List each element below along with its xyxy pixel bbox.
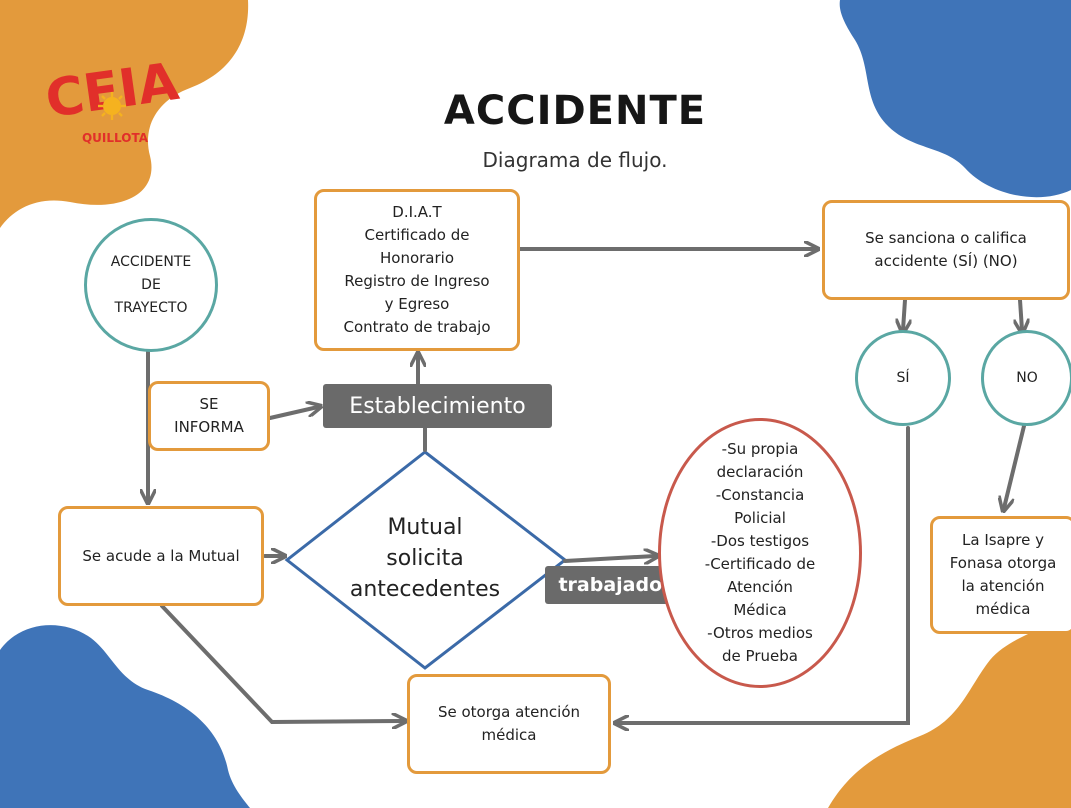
arrow-sanciona-to-no [1020,298,1022,330]
arrow-no-to-isapre [1004,424,1026,508]
orange-blob-top-left [0,0,249,228]
logo-place: QUILLOTA [82,131,149,145]
arrow-diamond-to-evidence [563,556,655,561]
node-se-acude-mutual: Se acude a la Mutual [58,506,264,606]
node-atencion-medica: Se otorga atención médica [407,674,611,774]
arrow-informa-to-establecimiento [268,407,318,420]
connectors [148,249,1024,723]
node-isapre-fonasa: La Isapre y Fonasa otorga la atención mé… [930,516,1071,634]
node-si: SÍ [855,330,951,426]
orange-blob-bottom-right [828,612,1071,808]
node-accidente-trayecto: ACCIDENTE DE TRAYECTO [84,218,218,352]
arrow-sanciona-to-si [903,298,905,330]
arrow-mutual-to-atencion [160,604,403,722]
blue-blob-bottom-left [0,625,250,808]
node-evidence-list: -Su propia declaración -Constancia Polic… [658,418,862,688]
decision-diamond [284,450,568,670]
node-documents: D.I.A.T Certificado de Honorario Registr… [314,189,520,351]
node-no: NO [981,330,1071,426]
page-subtitle: Diagrama de flujo. [482,148,668,172]
blue-blob-top-right [839,0,1071,198]
establecimiento-tag: Establecimiento [323,384,552,428]
arrow-si-to-atencion [618,426,910,723]
node-se-informa: SE INFORMA [148,381,270,451]
diamond-label: Mutual solicita antecedentes [349,515,501,602]
node-sanciona-califica: Se sanciona o califica accidente (SÍ) (N… [822,200,1070,300]
page-title: ACCIDENTE [443,88,707,134]
sun-icon [98,92,126,120]
